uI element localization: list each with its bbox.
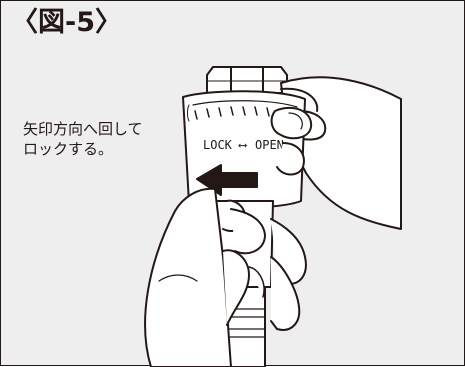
- figure-title: 〈図-5〉: [11, 7, 122, 38]
- right-thumb: [270, 106, 313, 176]
- right-fingers-lower: [270, 218, 307, 331]
- instruction-caption: 矢印方向へ回して ロックする。: [23, 119, 143, 159]
- direction-arrow: [196, 164, 258, 196]
- open-text: OPEN: [255, 138, 284, 152]
- left-hand: [144, 187, 266, 367]
- valve-lock-illustration: LOCK ⟷ OPEN: [144, 66, 402, 367]
- hex-nut: [206, 66, 288, 94]
- caption-line-2: ロックする。: [23, 140, 114, 158]
- caption-line-1: 矢印方向へ回して: [23, 120, 143, 138]
- lock-text: LOCK: [203, 138, 233, 152]
- direction-glyph: ⟷: [238, 138, 247, 152]
